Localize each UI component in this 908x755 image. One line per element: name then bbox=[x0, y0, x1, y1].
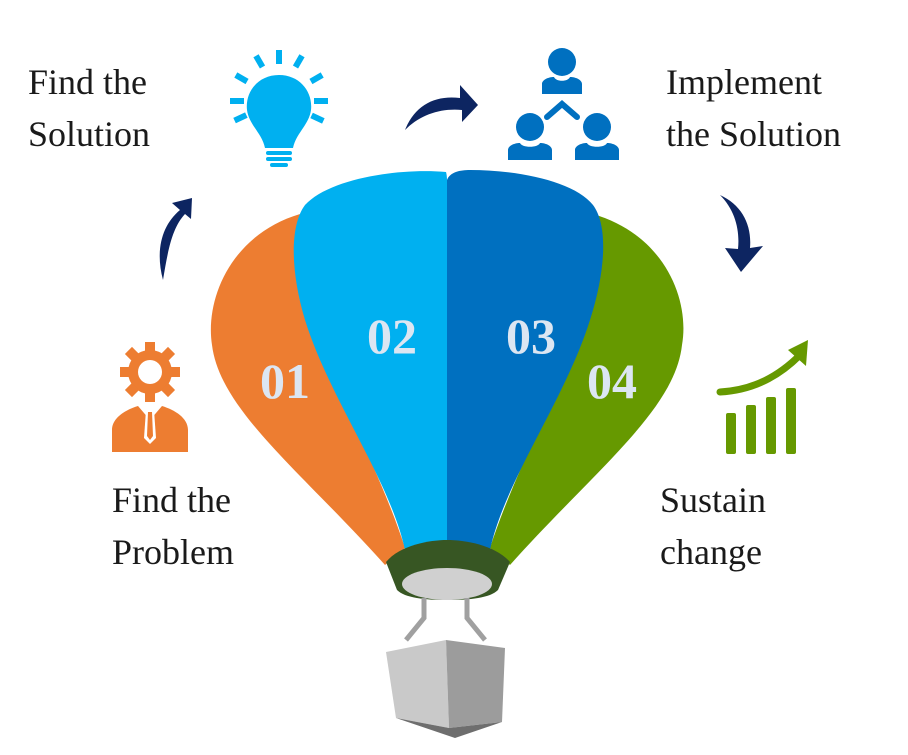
basket-rope-right bbox=[464, 598, 487, 642]
balloon-panel-03 bbox=[447, 170, 604, 552]
curved-arrow-up-icon bbox=[159, 198, 192, 280]
step-03-label: Implement the Solution bbox=[666, 56, 841, 160]
step-01-label: Find the Problem bbox=[112, 474, 234, 578]
basket-rope-left bbox=[404, 598, 427, 642]
basket-bottom-face bbox=[396, 718, 502, 738]
balloon-panel-04 bbox=[490, 214, 684, 565]
step-number-02: 02 bbox=[367, 308, 417, 364]
step-04-label: Sustain change bbox=[660, 474, 766, 578]
curved-arrow-right-icon bbox=[405, 85, 478, 130]
balloon-panel-01 bbox=[210, 214, 405, 565]
step-02-label: Find the Solution bbox=[28, 56, 150, 160]
burner-plate bbox=[402, 568, 492, 600]
step-01-title-line1: Find the bbox=[112, 480, 232, 520]
step-number-04: 04 bbox=[587, 353, 637, 409]
step-01-title-line2: Problem bbox=[112, 532, 234, 572]
balloon-panel-02 bbox=[293, 171, 447, 552]
gear-head-person-icon bbox=[112, 342, 188, 452]
step-04-title-line1: Sustain bbox=[660, 480, 767, 520]
step-02-title-line1: Find the bbox=[28, 62, 148, 102]
step-03-title-line2: the Solution bbox=[666, 114, 842, 154]
basket-left-face bbox=[386, 640, 449, 728]
step-number-01: 01 bbox=[260, 353, 310, 409]
team-network-icon bbox=[508, 48, 619, 160]
curved-arrow-down-icon bbox=[720, 195, 763, 272]
basket-right-face bbox=[446, 640, 505, 728]
step-number-03: 03 bbox=[506, 308, 556, 364]
step-02-title-line2: Solution bbox=[28, 114, 151, 154]
growth-chart-icon bbox=[716, 340, 808, 454]
lightbulb-icon bbox=[230, 50, 328, 167]
step-04-title-line2: change bbox=[660, 532, 762, 572]
step-03-title-line1: Implement bbox=[666, 62, 822, 102]
